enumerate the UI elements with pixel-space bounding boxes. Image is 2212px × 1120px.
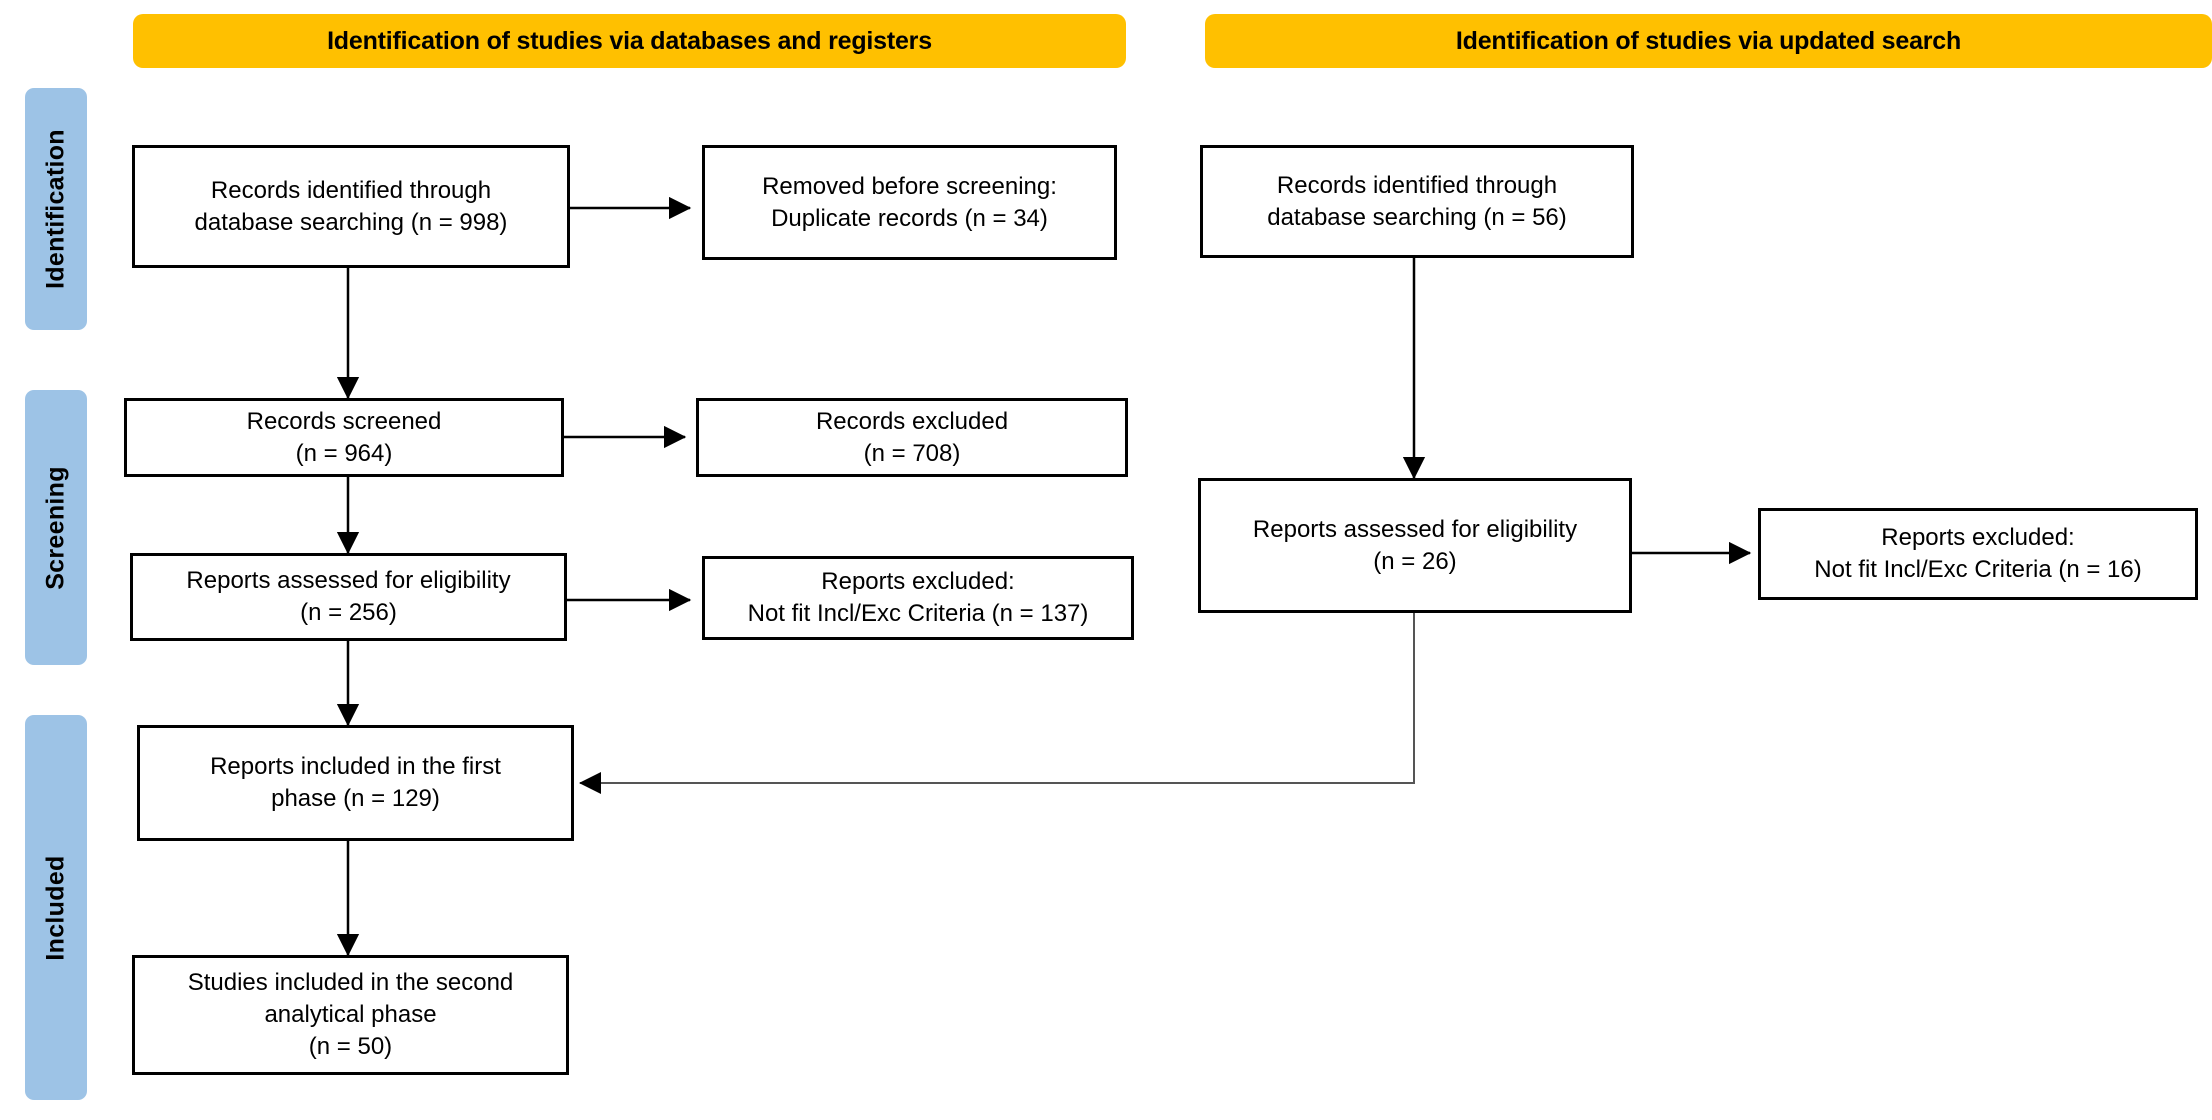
box-text: Reports assessed for eligibility (n = 25… — [186, 567, 511, 626]
stage-bar-label-screening: Screening — [41, 465, 70, 590]
box-text: Records identified through database sear… — [194, 176, 508, 236]
box-text: Reports assessed for eligibility (n = 26… — [1252, 515, 1578, 575]
box-text: Reports excluded: Not fit Incl/Exc Crite… — [1814, 524, 2142, 583]
stage-bar-label-included: Included — [41, 854, 70, 961]
box-text: Removed before screening: Duplicate reco… — [762, 172, 1057, 232]
phase-header-label: Identification of studies via databases … — [327, 26, 932, 55]
box-records-excluded: Records excluded (n = 708) — [696, 398, 1128, 477]
box-records-screened: Records screened (n = 964) — [124, 398, 564, 477]
stage-bar-label-identification: Identification — [41, 129, 70, 289]
phase-header-label: Identification of studies via updated se… — [1455, 26, 1962, 55]
stage-bar-screening: Screening — [25, 390, 87, 665]
phase-header-databases-registers: Identification of studies via databases … — [133, 14, 1126, 68]
phase-header-updated-search: Identification of studies via updated se… — [1205, 14, 2212, 68]
box-studies-included-second-phase: Studies included in the second analytica… — [132, 955, 569, 1075]
box-text: Records screened (n = 964) — [246, 407, 442, 467]
box-reports-assessed-eligibility: Reports assessed for eligibility (n = 25… — [130, 553, 567, 641]
box-text: Records excluded (n = 708) — [815, 407, 1009, 467]
box-reports-assessed-eligibility-updated: Reports assessed for eligibility (n = 26… — [1198, 478, 1632, 613]
box-text: Reports excluded: Not fit Incl/Exc Crite… — [747, 568, 1089, 627]
box-records-identified-database-updated: Records identified through database sear… — [1200, 145, 1634, 258]
box-text: Reports included in the first phase (n =… — [210, 753, 501, 812]
box-records-identified-database: Records identified through database sear… — [132, 145, 570, 268]
box-text: Records identified through database sear… — [1267, 171, 1567, 231]
box-reports-excluded-updated: Reports excluded: Not fit Incl/Exc Crite… — [1758, 508, 2198, 600]
stage-bar-included: Included — [25, 715, 87, 1100]
box-text: Studies included in the second analytica… — [187, 969, 514, 1060]
box-removed-before-screening: Removed before screening: Duplicate reco… — [702, 145, 1117, 260]
stage-bar-identification: Identification — [25, 88, 87, 330]
box-reports-excluded: Reports excluded: Not fit Incl/Exc Crite… — [702, 556, 1134, 640]
box-reports-included-first-phase: Reports included in the first phase (n =… — [137, 725, 574, 841]
